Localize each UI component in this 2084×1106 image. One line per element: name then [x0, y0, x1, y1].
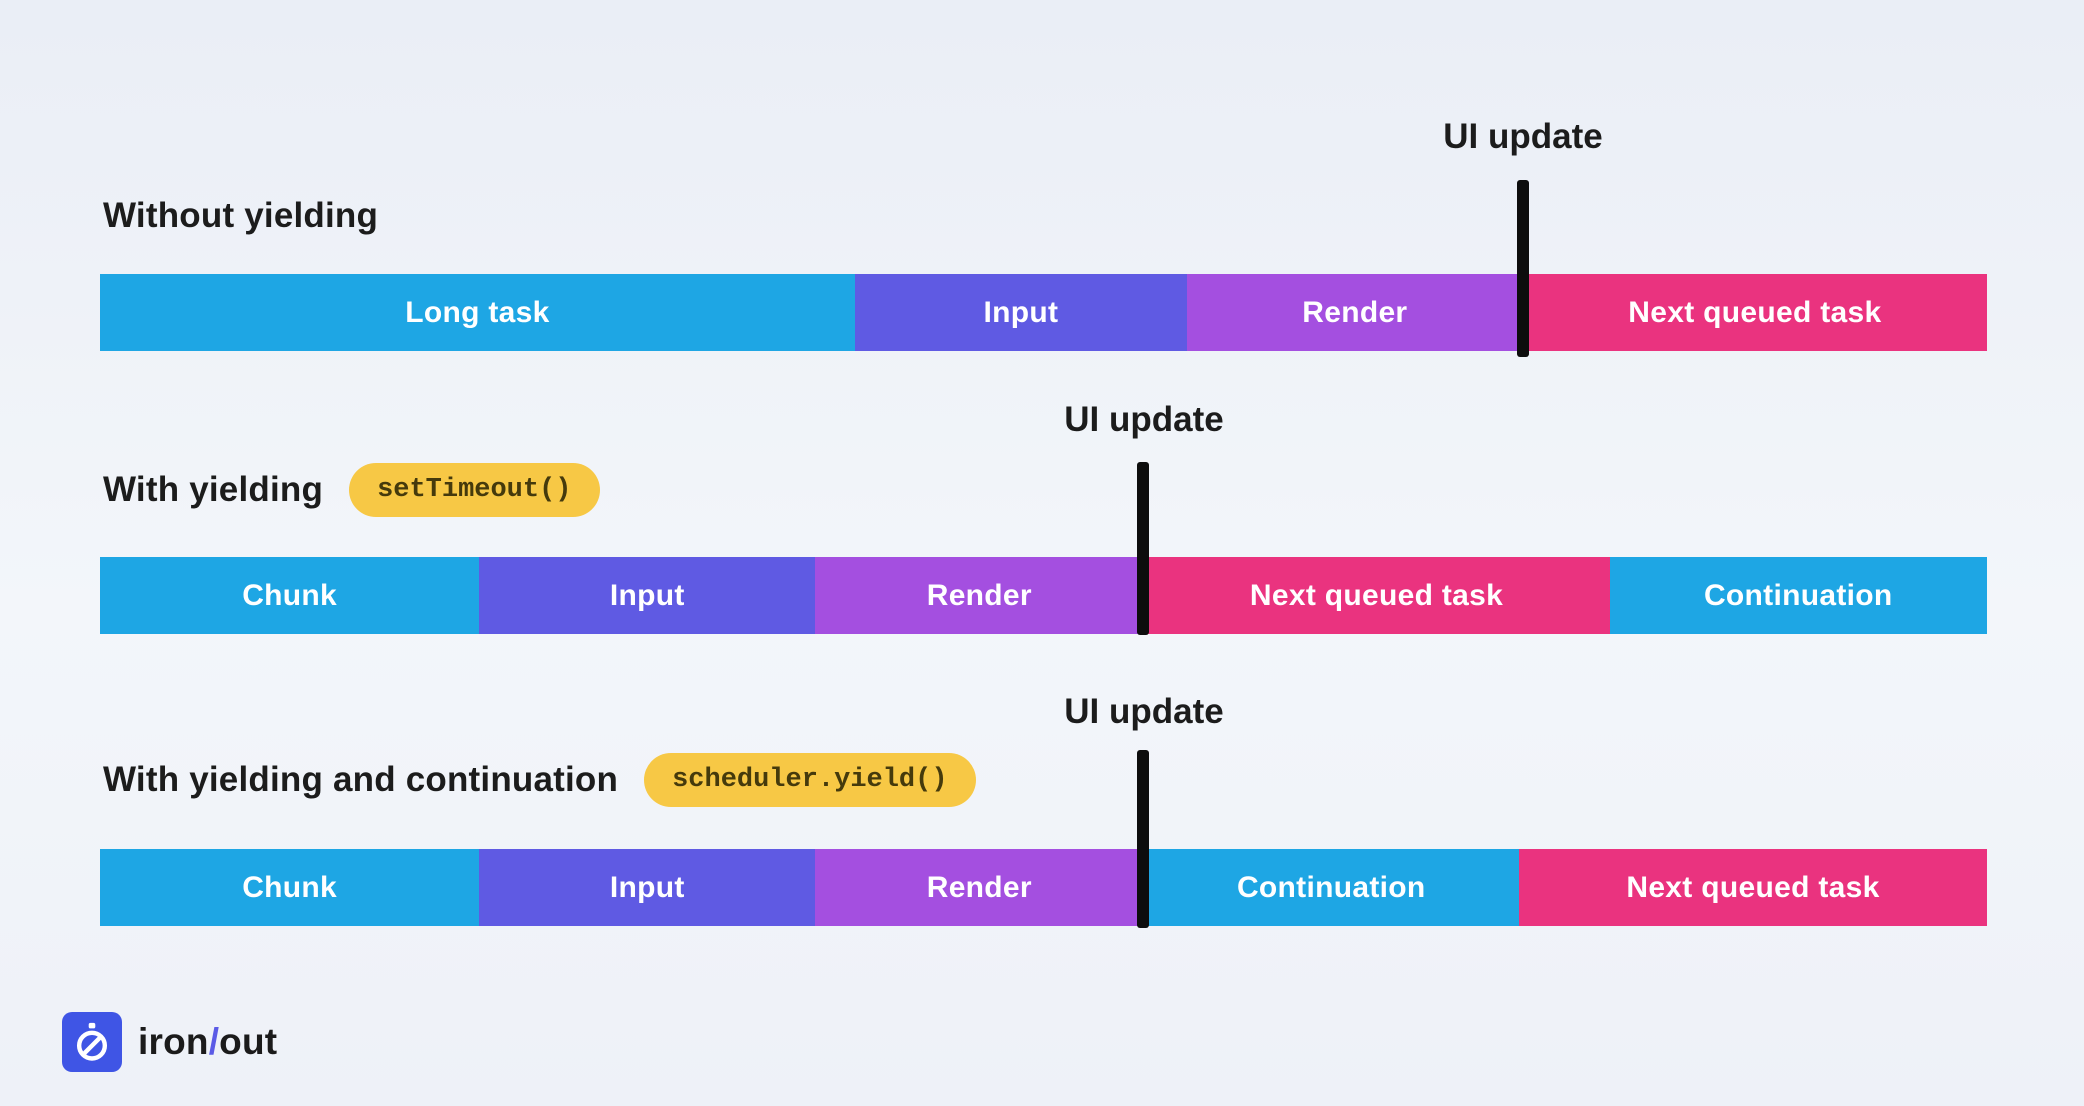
brand-name-right: out — [219, 1021, 278, 1062]
row2-ui-update-marker — [1137, 462, 1149, 635]
row1-title: Without yielding — [103, 196, 379, 235]
segment-label: Continuation — [1236, 870, 1426, 904]
brand-name: iron/out — [138, 1021, 277, 1063]
row1-timeline-bar: Long task Input Render Next queued task — [100, 274, 1987, 351]
segment-input: Input — [854, 274, 1187, 351]
segment-label: Chunk — [242, 870, 338, 904]
row3-ui-update-label: UI update — [1064, 692, 1224, 731]
brand-logo: iron/out — [62, 1012, 277, 1072]
segment-label: Long task — [405, 295, 550, 329]
row2-title: With yielding — [103, 470, 324, 509]
segment-chunk: Chunk — [100, 557, 480, 634]
segment-label: Input — [609, 870, 685, 904]
scheduler-yield-badge: scheduler.yield() — [644, 753, 976, 807]
segment-continuation: Continuation — [1609, 557, 1987, 634]
segment-render: Render — [815, 557, 1144, 634]
row1-ui-update-label: UI update — [1443, 117, 1603, 156]
segment-label: Render — [1302, 295, 1408, 329]
brand-name-slash: / — [208, 1021, 220, 1062]
row3-title-row: With yielding and continuation scheduler… — [103, 750, 976, 810]
segment-label: Render — [926, 578, 1032, 612]
segment-label: Chunk — [242, 578, 338, 612]
segment-next-queued-task: Next queued task — [1518, 849, 1987, 926]
row2-timeline-bar: Chunk Input Render Next queued task Cont… — [100, 557, 1987, 634]
row1-ui-update-marker — [1517, 180, 1529, 357]
stopwatch-icon — [62, 1012, 122, 1072]
segment-render: Render — [1186, 274, 1523, 351]
row3-title: With yielding and continuation — [103, 760, 619, 799]
segment-input: Input — [479, 849, 816, 926]
brand-name-left: iron — [138, 1021, 209, 1062]
segment-continuation: Continuation — [1143, 849, 1519, 926]
row3-ui-update-marker — [1137, 750, 1149, 928]
segment-label: Next queued task — [1249, 578, 1504, 612]
settimeout-badge: setTimeout() — [349, 463, 600, 517]
segment-label: Continuation — [1703, 578, 1893, 612]
segment-chunk: Chunk — [100, 849, 480, 926]
segment-label: Next queued task — [1626, 870, 1880, 904]
row3-timeline-bar: Chunk Input Render Continuation Next que… — [100, 849, 1987, 926]
row2-ui-update-label: UI update — [1064, 400, 1224, 439]
segment-label: Input — [983, 295, 1059, 329]
segment-label: Next queued task — [1628, 295, 1882, 329]
segment-input: Input — [479, 557, 816, 634]
segment-label: Render — [926, 870, 1032, 904]
row2-title-row: With yielding setTimeout() — [103, 460, 600, 520]
segment-render: Render — [815, 849, 1144, 926]
segment-long-task: Long task — [100, 274, 855, 351]
segment-next-queued-task: Next queued task — [1143, 557, 1610, 634]
segment-label: Input — [609, 578, 685, 612]
segment-next-queued-task: Next queued task — [1522, 274, 1987, 351]
